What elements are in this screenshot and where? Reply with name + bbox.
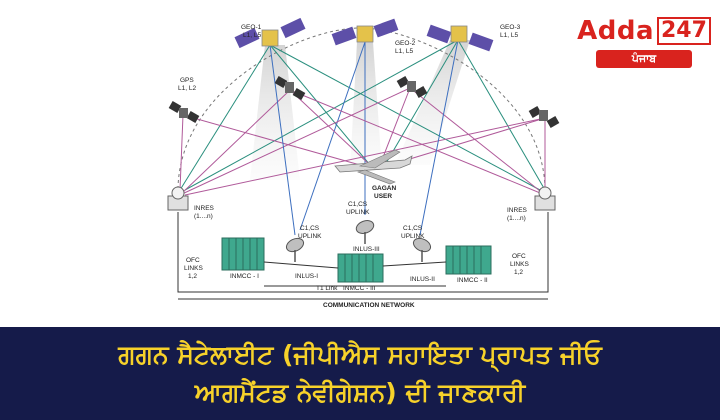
links-right-label: LINKS [510, 261, 529, 268]
c1cs-label-center: C1,CS [348, 201, 368, 208]
gagan-architecture-diagram: GEO-1 L1, L5 GEO-2 L1, L5 GEO-3 L1, L5 G… [167, 17, 560, 309]
geo1-label: GEO-1 [241, 24, 262, 31]
gagan-user-label: GAGAN [372, 185, 397, 192]
inres-station-right [534, 186, 556, 211]
signal-beams [250, 40, 470, 180]
inres-left-label: INRES [194, 205, 215, 212]
inlus-i-label: INLUS-I [295, 273, 318, 280]
caption-line-1: ਗਗਨ ਸੈਟੇਲਾਈਟ (ਜੀਪੀਐਸ ਸਹਾਇਤਾ ਪ੍ਰਾਪਤ ਜੀਓ [118, 339, 602, 369]
brand-word: Adda [577, 16, 654, 46]
inmcc-iii-label: INMCC - III [343, 285, 376, 292]
adda247-logo: Adda 247 ਪੰਜਾਬ [577, 14, 711, 76]
inmcc-ii-building [445, 245, 492, 275]
caption-banner: ਗਗਨ ਸੈਟੇਲਾਈਟ (ਜੀਪੀਐਸ ਸਹਾਇਤਾ ਪ੍ਰਾਪਤ ਜੀਓ ਆ… [0, 327, 720, 420]
inres-right-label: INRES [507, 207, 528, 214]
satellite-gps-2 [274, 76, 306, 100]
inmcc-iii-building [337, 253, 384, 283]
c1cs-label-left: C1,CS [300, 225, 320, 232]
satellite-geo2 [331, 18, 399, 46]
aircraft-icon [334, 149, 413, 185]
links-right-num: 1,2 [514, 269, 523, 276]
uplink-label-left: UPLINK [298, 233, 322, 240]
signal-links [179, 39, 546, 236]
inlus-iii-label: INLUS-III [353, 246, 380, 253]
inlus-ii-label: INLUS-II [410, 276, 435, 283]
satellite-gps-3 [396, 76, 428, 98]
dish-antenna-right [412, 237, 432, 262]
satellite-gps-1 [168, 101, 200, 123]
gps-band: L1, L2 [178, 85, 196, 92]
communication-network-label: COMMUNICATION NETWORK [323, 302, 415, 309]
ofc-right-label: OFC [512, 253, 526, 260]
c1cs-label-right: C1,CS [403, 225, 423, 232]
network-lines [177, 212, 549, 300]
inmcc-i-building [221, 237, 265, 271]
brand-number: 247 [656, 17, 711, 45]
uplink-label-right: UPLINK [401, 233, 425, 240]
geo2-band: L1, L5 [395, 48, 413, 55]
ofc-left-label: OFC [186, 257, 200, 264]
inmcc-ii-label: INMCC - II [457, 277, 488, 284]
satellite-geo1 [234, 17, 306, 49]
satellite-geo3 [426, 24, 494, 52]
caption-line-2: ਆਗਮੈਂਟਡ ਨੇਵੀਗੇਸ਼ਨ) ਦੀ ਜਾਣਕਾਰੀ [194, 377, 526, 407]
inres-left-sub: (1....n) [194, 213, 213, 220]
satellite-gps-4 [528, 106, 560, 128]
inmcc-i-label: INMCC - I [230, 273, 259, 280]
brand-region: ਪੰਜਾਬ [596, 50, 692, 68]
gagan-user-label-2: USER [374, 193, 392, 200]
geo3-band: L1, L5 [500, 32, 518, 39]
uplink-label-center: UPLINK [346, 209, 370, 216]
t1-link-label: T1 Link [316, 285, 338, 292]
inres-right-sub: (1....n) [507, 215, 526, 222]
links-left-num: 1,2 [188, 273, 197, 280]
dish-antenna-left [285, 237, 305, 262]
geo2-label: GEO-2 [395, 40, 416, 47]
geo1-band: L1, L5 [243, 32, 261, 39]
gps-label: GPS [180, 77, 194, 84]
links-left-label: LINKS [184, 265, 203, 272]
inres-station-left [167, 186, 189, 211]
geo3-label: GEO-3 [500, 24, 521, 31]
dish-antenna-center [355, 220, 375, 244]
